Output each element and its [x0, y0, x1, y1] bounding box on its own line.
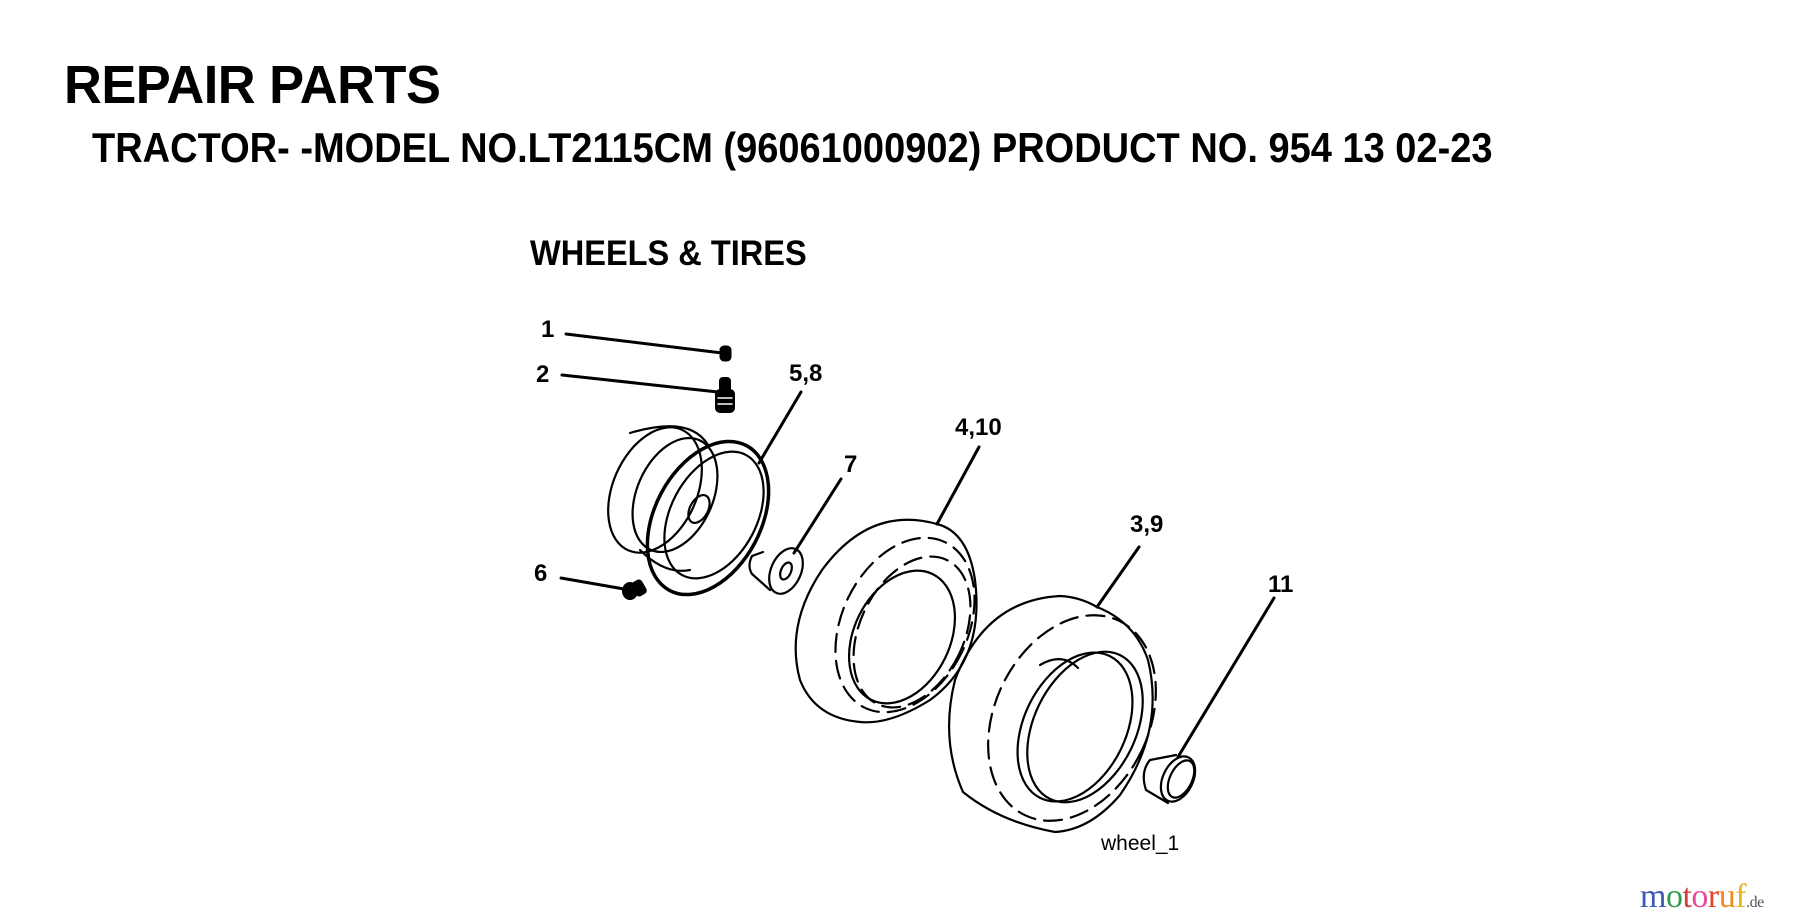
- callout-6: 6: [534, 560, 548, 587]
- logo-letter: f: [1735, 878, 1747, 915]
- callout-1: 1: [541, 316, 555, 343]
- callout-3-9: 3,9: [1130, 511, 1164, 538]
- logo-letter: r: [1707, 878, 1719, 915]
- figure-id-label: wheel_1: [1101, 832, 1180, 855]
- bushing-part: [748, 547, 804, 595]
- watermark-logo: motoruf.de: [1640, 880, 1764, 914]
- logo-letter: o: [1691, 878, 1708, 915]
- logo-letter: o: [1665, 878, 1683, 915]
- callout-5-8: 5,8: [789, 360, 823, 387]
- callout-2: 2: [536, 361, 550, 388]
- logo-letter: t: [1682, 878, 1692, 915]
- logo-tld: .de: [1746, 894, 1764, 911]
- leader-lines: [559, 332, 1276, 759]
- callout-4-10: 4,10: [955, 414, 1002, 441]
- grease-fitting-part: [622, 579, 647, 600]
- logo-letter: u: [1718, 878, 1736, 915]
- logo-letter: m: [1640, 878, 1666, 915]
- front-tire-part: [794, 518, 978, 724]
- rear-tire-part: [948, 594, 1157, 834]
- page-title: REPAIR PARTS: [64, 55, 441, 115]
- valve-stem-part: [715, 377, 735, 413]
- section-title: WHEELS & TIRES: [530, 234, 807, 273]
- callout-11: 11: [1268, 571, 1294, 598]
- hub-cap-part: [1142, 753, 1197, 805]
- model-subtitle: TRACTOR- -MODEL NO.LT2115CM (96061000902…: [92, 124, 1493, 171]
- valve-cap-part: [719, 345, 732, 362]
- callout-7: 7: [844, 451, 858, 478]
- wheel-rim-part: [607, 425, 771, 597]
